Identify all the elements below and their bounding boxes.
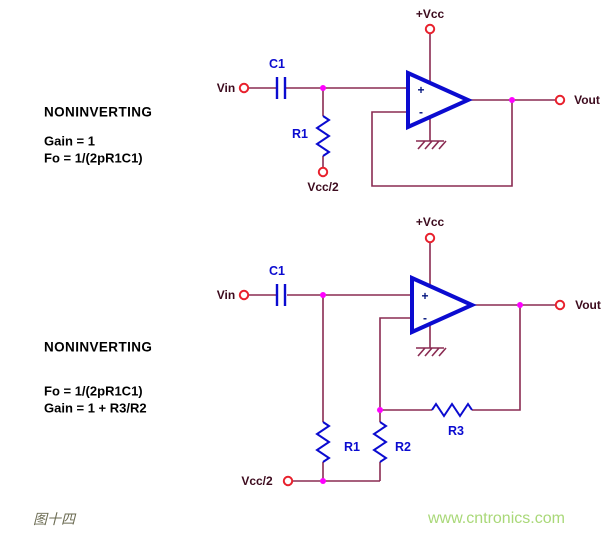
feedback-wire xyxy=(371,100,513,187)
resistor-r1-icon xyxy=(315,115,331,157)
vin-terminal xyxy=(238,289,250,301)
resistor-r2-icon xyxy=(372,421,388,463)
c1-label: C1 xyxy=(269,263,285,278)
feedback-wire xyxy=(379,305,521,422)
circuit1-fo-formula: Fo = 1/(2pR1C1) xyxy=(44,152,143,165)
watermark-link[interactable]: www.cntronics.com xyxy=(428,510,565,527)
opamp-icon xyxy=(406,69,473,131)
fo-prefix: Fo = 1/(2 xyxy=(44,150,98,166)
circuit1-schematic xyxy=(238,23,566,187)
pi-symbol: p xyxy=(97,383,106,399)
resistor-r1-icon xyxy=(315,421,331,463)
pi-symbol: p xyxy=(97,150,106,166)
vcc-label: +Vcc xyxy=(415,7,445,21)
circuit1-gain-formula: Gain = 1 xyxy=(44,133,95,149)
figure-caption: 图十四 xyxy=(33,512,75,528)
circuit2-terminals xyxy=(238,232,566,487)
vcc-terminal xyxy=(424,23,436,35)
vcc-half-label: Vcc/2 xyxy=(241,474,273,488)
vin-label: Vin xyxy=(216,288,236,302)
circuit2-schematic xyxy=(238,232,566,487)
vout-label: Vout xyxy=(574,93,600,107)
circuit2-wires xyxy=(248,242,556,482)
circuit1-title: NONINVERTING xyxy=(44,104,153,120)
wire xyxy=(248,33,556,168)
circuit2-gain-formula: Gain = 1 + R3/R2 xyxy=(44,400,147,416)
vcc-terminal xyxy=(424,232,436,244)
circuit1-junctions xyxy=(320,85,515,103)
r1-label: R1 xyxy=(344,439,360,454)
vout-label: Vout xyxy=(575,298,601,312)
fo-suffix: R1C1) xyxy=(105,150,143,166)
ground-icon xyxy=(416,347,447,357)
opamp-icon xyxy=(410,274,477,336)
circuit2-title: NONINVERTING xyxy=(44,339,153,355)
vcc-half-terminal xyxy=(317,166,329,178)
junction-dot xyxy=(320,292,326,298)
vout-terminal xyxy=(554,299,566,311)
capacitor-c1-icon xyxy=(275,284,287,306)
junction-dot xyxy=(509,97,515,103)
vcc-half-terminal xyxy=(282,475,294,487)
circuit1-wires xyxy=(248,33,556,187)
capacitor-c1-icon xyxy=(275,77,287,99)
junction-dot xyxy=(517,302,523,308)
vin-label: Vin xyxy=(216,81,236,95)
vcc-half-label: Vcc/2 xyxy=(307,180,339,194)
vout-terminal xyxy=(554,94,566,106)
junction-dot xyxy=(320,85,326,91)
opamp-plus-label: + xyxy=(417,83,425,97)
fo-suffix: R1C1) xyxy=(105,383,143,399)
resistor-r3-icon xyxy=(431,402,473,418)
opamp-minus-label: - xyxy=(423,311,427,325)
vcc-label: +Vcc xyxy=(415,215,445,229)
junction-dot xyxy=(377,407,383,413)
circuit1-terminals xyxy=(238,23,566,178)
c1-label: C1 xyxy=(269,56,285,71)
ground-icon xyxy=(416,140,447,150)
circuit2-junctions xyxy=(320,292,523,484)
r3-label: R3 xyxy=(448,423,464,438)
wire xyxy=(248,242,556,482)
vin-terminal xyxy=(238,82,250,94)
junction-dot xyxy=(320,478,326,484)
r2-label: R2 xyxy=(395,439,411,454)
r1-label: R1 xyxy=(292,126,308,141)
fo-prefix: Fo = 1/(2 xyxy=(44,383,98,399)
circuit2-fo-formula: Fo = 1/(2pR1C1) xyxy=(44,385,143,398)
opamp-plus-label: + xyxy=(421,289,429,303)
opamp-minus-label: - xyxy=(419,105,423,119)
